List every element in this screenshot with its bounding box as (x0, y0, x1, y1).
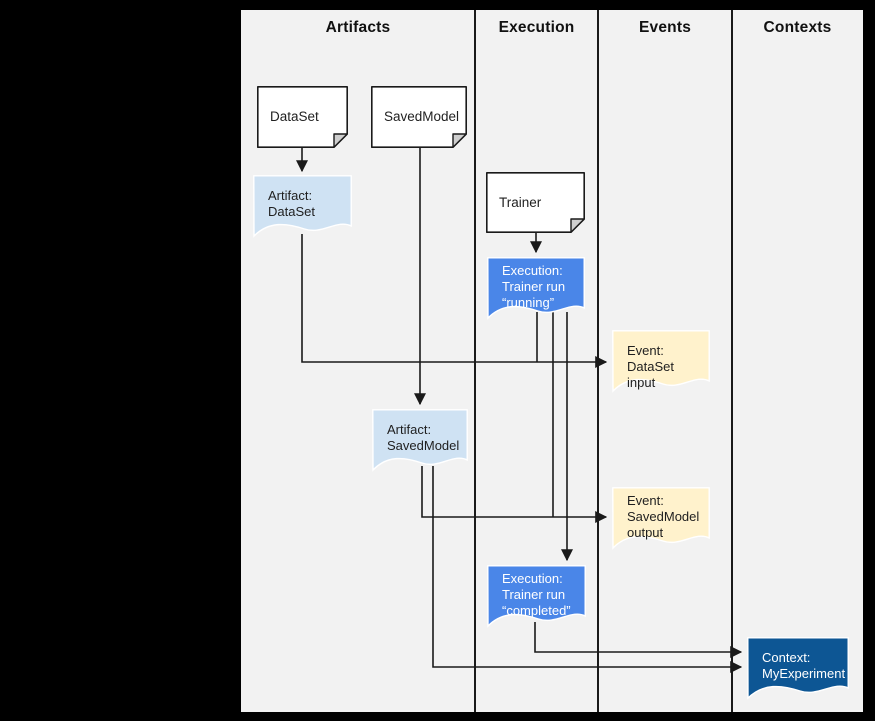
flag-shape (612, 330, 710, 393)
node-label: Trainer (499, 194, 542, 210)
lane-divider-execution-events (597, 10, 599, 712)
lane-divider-events-contexts (731, 10, 733, 712)
node-label: SavedModel (384, 109, 460, 124)
lane-header-events: Events (638, 19, 692, 36)
node-event-dataset-input: Event:DataSet input (612, 330, 710, 393)
folded-corner-icon (570, 218, 585, 233)
node-label: Execution:Trainer run“running” (502, 263, 566, 310)
lane-header-artifacts: Artifacts (325, 19, 391, 36)
node-artifact-dataset: Artifact:DataSet (253, 175, 352, 238)
node-label: DataSet (270, 109, 319, 124)
node-context-myexperiment: Context:MyExperiment (747, 637, 849, 700)
flag-shape (253, 175, 352, 238)
lane-header-execution: Execution (498, 19, 575, 36)
flag-shape (747, 637, 849, 700)
node-execution-completed: Execution:Trainer run“completed” (487, 565, 586, 628)
node-execution-running: Execution:Trainer run“running” (487, 257, 585, 320)
node-label: Event:DataSet input (627, 343, 674, 390)
folded-corner-icon (333, 133, 348, 148)
flag-shape (372, 409, 468, 472)
folded-corner-icon (452, 133, 467, 148)
node-dataset: DataSet (257, 86, 348, 148)
node-label: Artifact:DataSet (268, 188, 315, 219)
document-shape (486, 172, 585, 233)
node-label: Execution:Trainer run“completed” (502, 571, 571, 618)
lane-header-contexts: Contexts (763, 19, 832, 36)
document-shape (257, 86, 348, 148)
flag-shape (487, 565, 586, 628)
node-label: Artifact:SavedModel (387, 422, 460, 453)
node-label: Context:MyExperiment (762, 650, 846, 681)
node-savedmodel: SavedModel (371, 86, 467, 148)
document-shape (371, 86, 467, 148)
lane-divider-artifacts-execution (474, 10, 476, 712)
flag-shape (612, 487, 710, 550)
node-artifact-savedmodel: Artifact:SavedModel (372, 409, 468, 472)
flag-shape (487, 257, 585, 320)
node-trainer: Trainer (486, 172, 585, 233)
